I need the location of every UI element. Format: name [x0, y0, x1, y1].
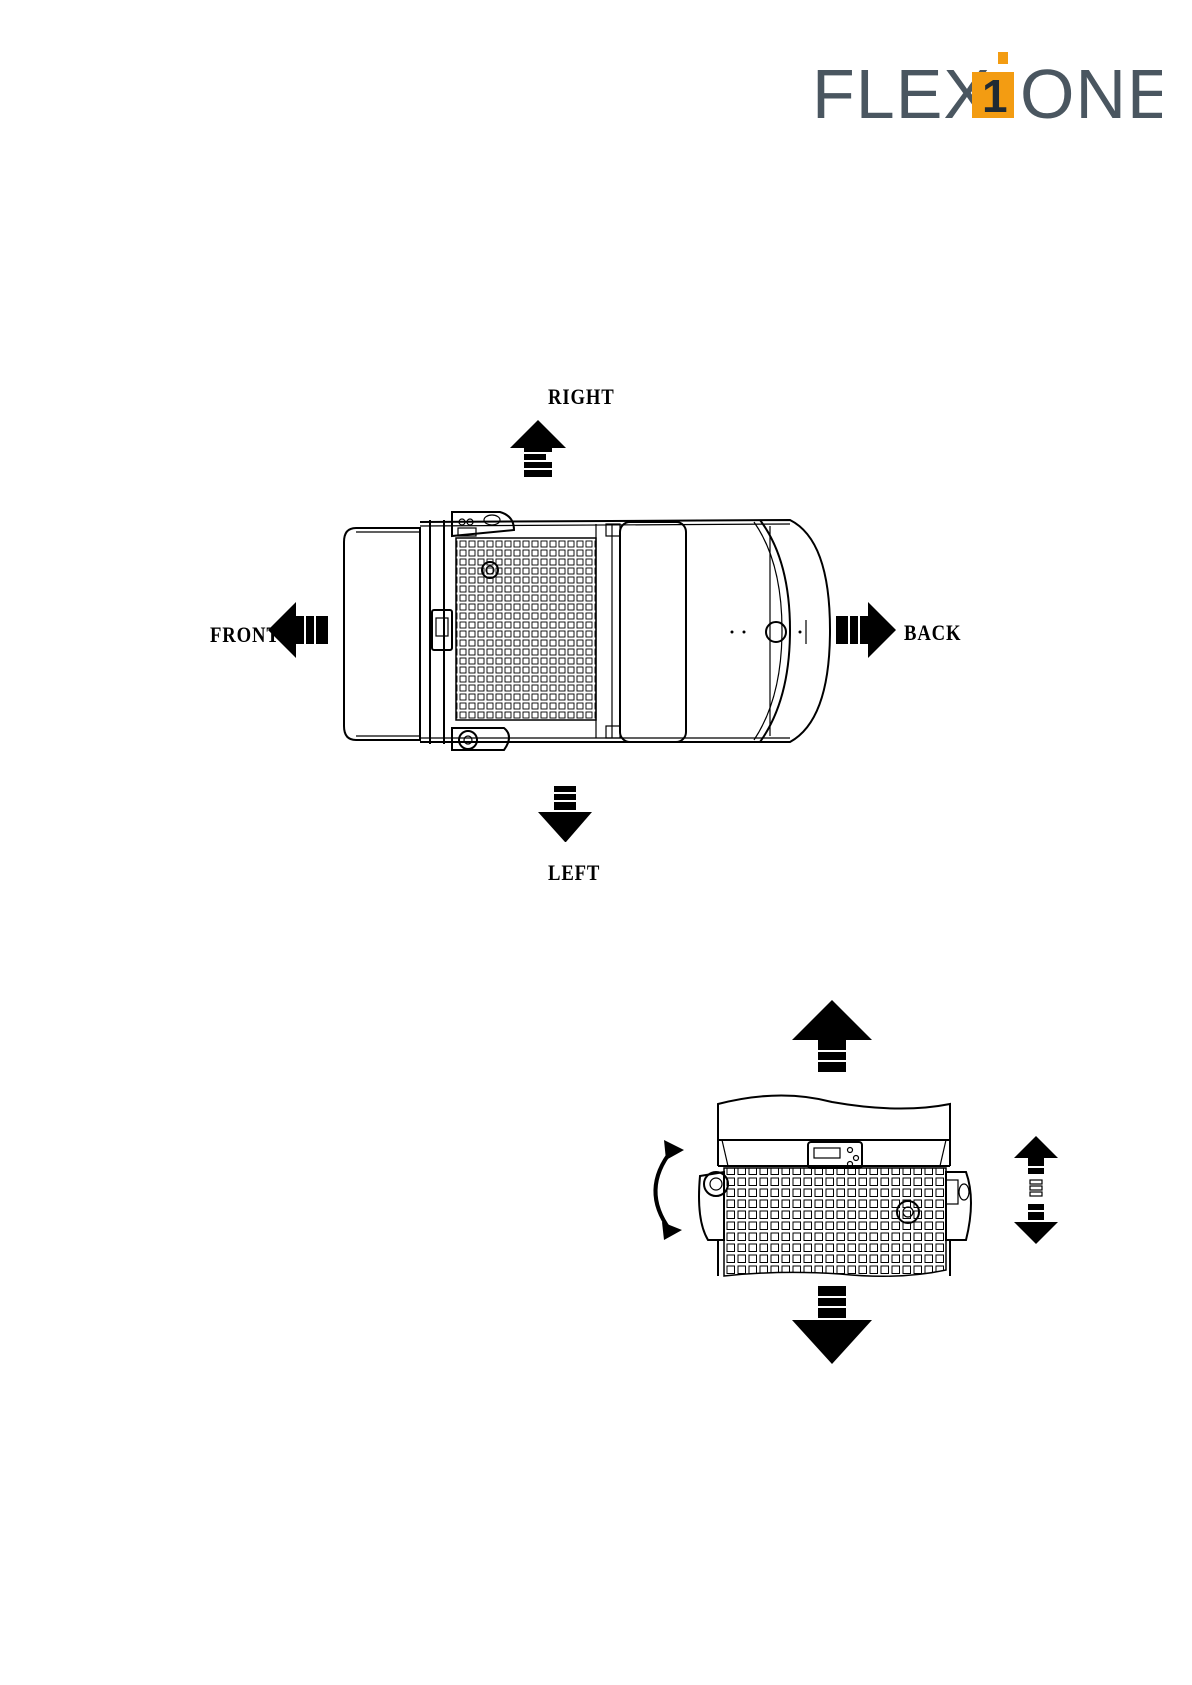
arrow-down-icon	[792, 1286, 872, 1364]
arrow-left-icon	[268, 602, 328, 658]
treadmill-detail-view	[699, 1095, 971, 1276]
treadmill-top-view	[344, 512, 830, 750]
arrow-down-icon	[538, 786, 592, 842]
arrow-right-icon	[836, 602, 896, 658]
arrow-up-icon	[510, 420, 566, 477]
arrow-up-icon	[792, 1000, 872, 1072]
rotate-arrow-icon	[655, 1140, 684, 1240]
up-down-arrow-icon	[1014, 1136, 1058, 1244]
